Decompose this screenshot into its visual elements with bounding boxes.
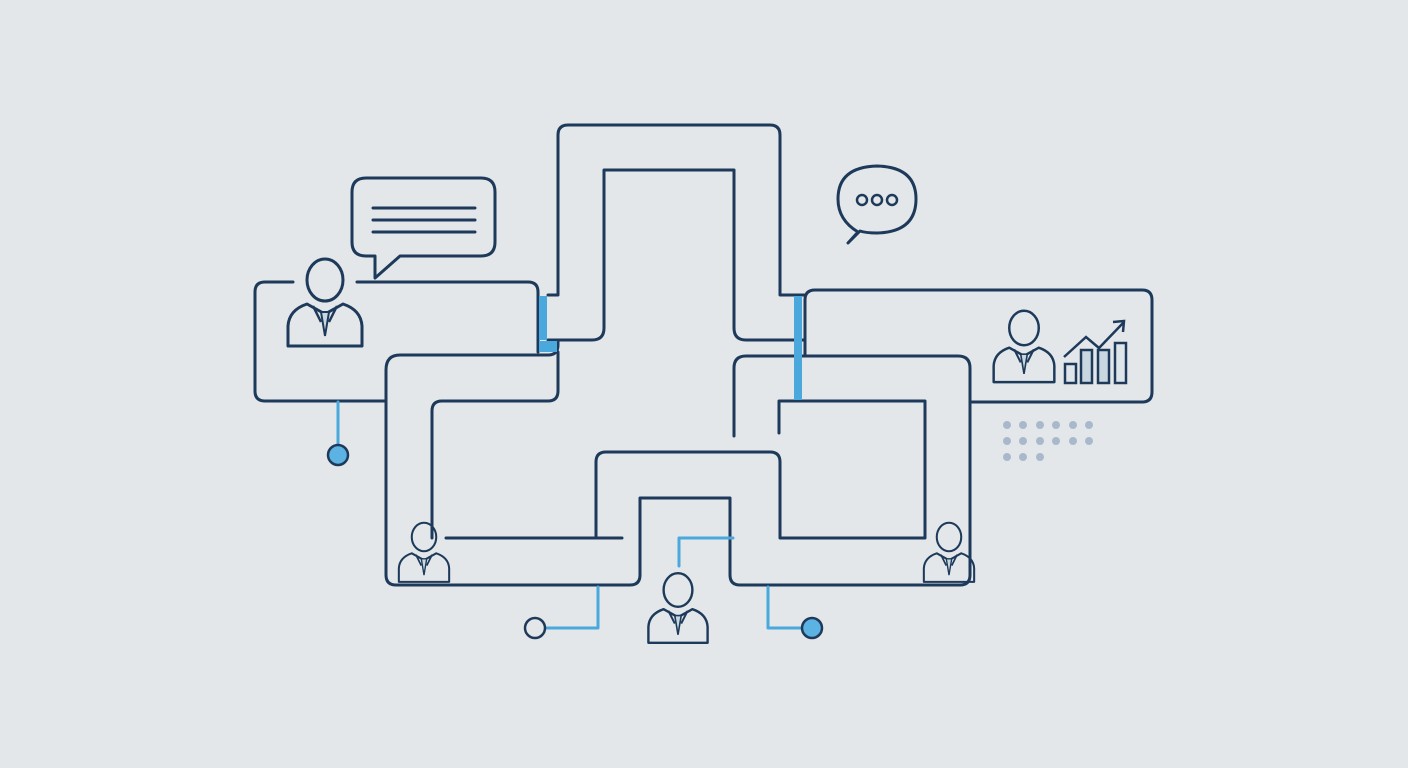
connector-paths <box>253 123 1154 587</box>
accent-bar-left <box>539 296 547 340</box>
node-dot-icon <box>800 616 824 640</box>
person-icon <box>922 521 976 583</box>
accent-bars <box>539 296 802 400</box>
chat-ellipsis-icon <box>836 164 918 245</box>
lower-left-frame <box>384 338 972 587</box>
node-connectors <box>326 400 824 640</box>
accent-bar-right <box>794 296 802 400</box>
left-card-outline <box>253 280 540 403</box>
growth-chart-icon <box>1063 319 1128 385</box>
person-icon <box>397 521 451 583</box>
dot-grid <box>1003 421 1093 461</box>
right-card-outline <box>803 288 1154 404</box>
node-dot-icon <box>523 616 547 640</box>
person-icon <box>286 257 364 348</box>
speech-bubble-icon <box>350 176 497 280</box>
node-dot-icon <box>326 443 350 467</box>
middle-block <box>594 399 927 540</box>
person-icon <box>647 572 709 644</box>
top-frame <box>546 123 807 342</box>
person-icon <box>992 309 1056 384</box>
accent-bar-left-lower <box>539 341 557 352</box>
